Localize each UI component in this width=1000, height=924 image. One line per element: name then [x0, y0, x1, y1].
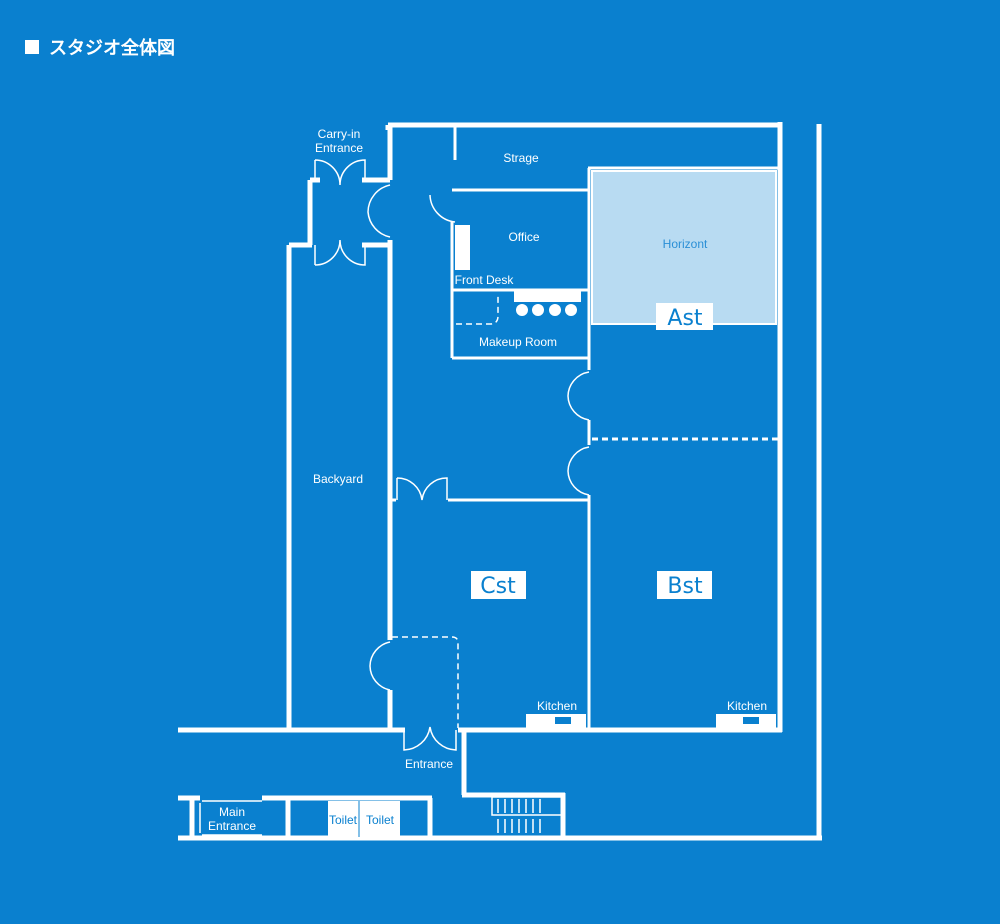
doors	[199, 159, 590, 836]
furniture	[328, 225, 776, 837]
ast-label: Ast	[667, 306, 703, 331]
cst-label: Cst	[480, 574, 516, 599]
strage-label: Strage	[503, 151, 539, 165]
toilet-1-label: Toilet	[329, 813, 358, 827]
page-title: スタジオ全体図	[25, 34, 175, 60]
office-label: Office	[508, 230, 539, 244]
title-text: スタジオ全体図	[49, 38, 175, 59]
carry-in-label-2: Entrance	[315, 141, 363, 155]
square-bullet-icon	[25, 40, 39, 54]
front-desk-label: Front Desk	[455, 273, 515, 287]
stairs-icon	[491, 796, 563, 833]
backyard-label: Backyard	[313, 472, 363, 486]
horizont-label: Horizont	[663, 237, 708, 251]
kitchen-sinks	[555, 717, 759, 724]
carry-in-label: Carry-in	[318, 127, 361, 141]
main-entrance-label: Main	[219, 805, 245, 819]
main-entrance-label-2: Entrance	[208, 819, 256, 833]
toilet-2-label: Toilet	[366, 813, 395, 827]
bst-label: Bst	[667, 574, 703, 599]
kitchen-c-label: Kitchen	[537, 699, 577, 713]
dashed-lines	[392, 294, 778, 728]
makeup-room-label: Makeup Room	[479, 335, 557, 349]
kitchen-b-label: Kitchen	[727, 699, 767, 713]
entrance-label: Entrance	[405, 757, 453, 771]
